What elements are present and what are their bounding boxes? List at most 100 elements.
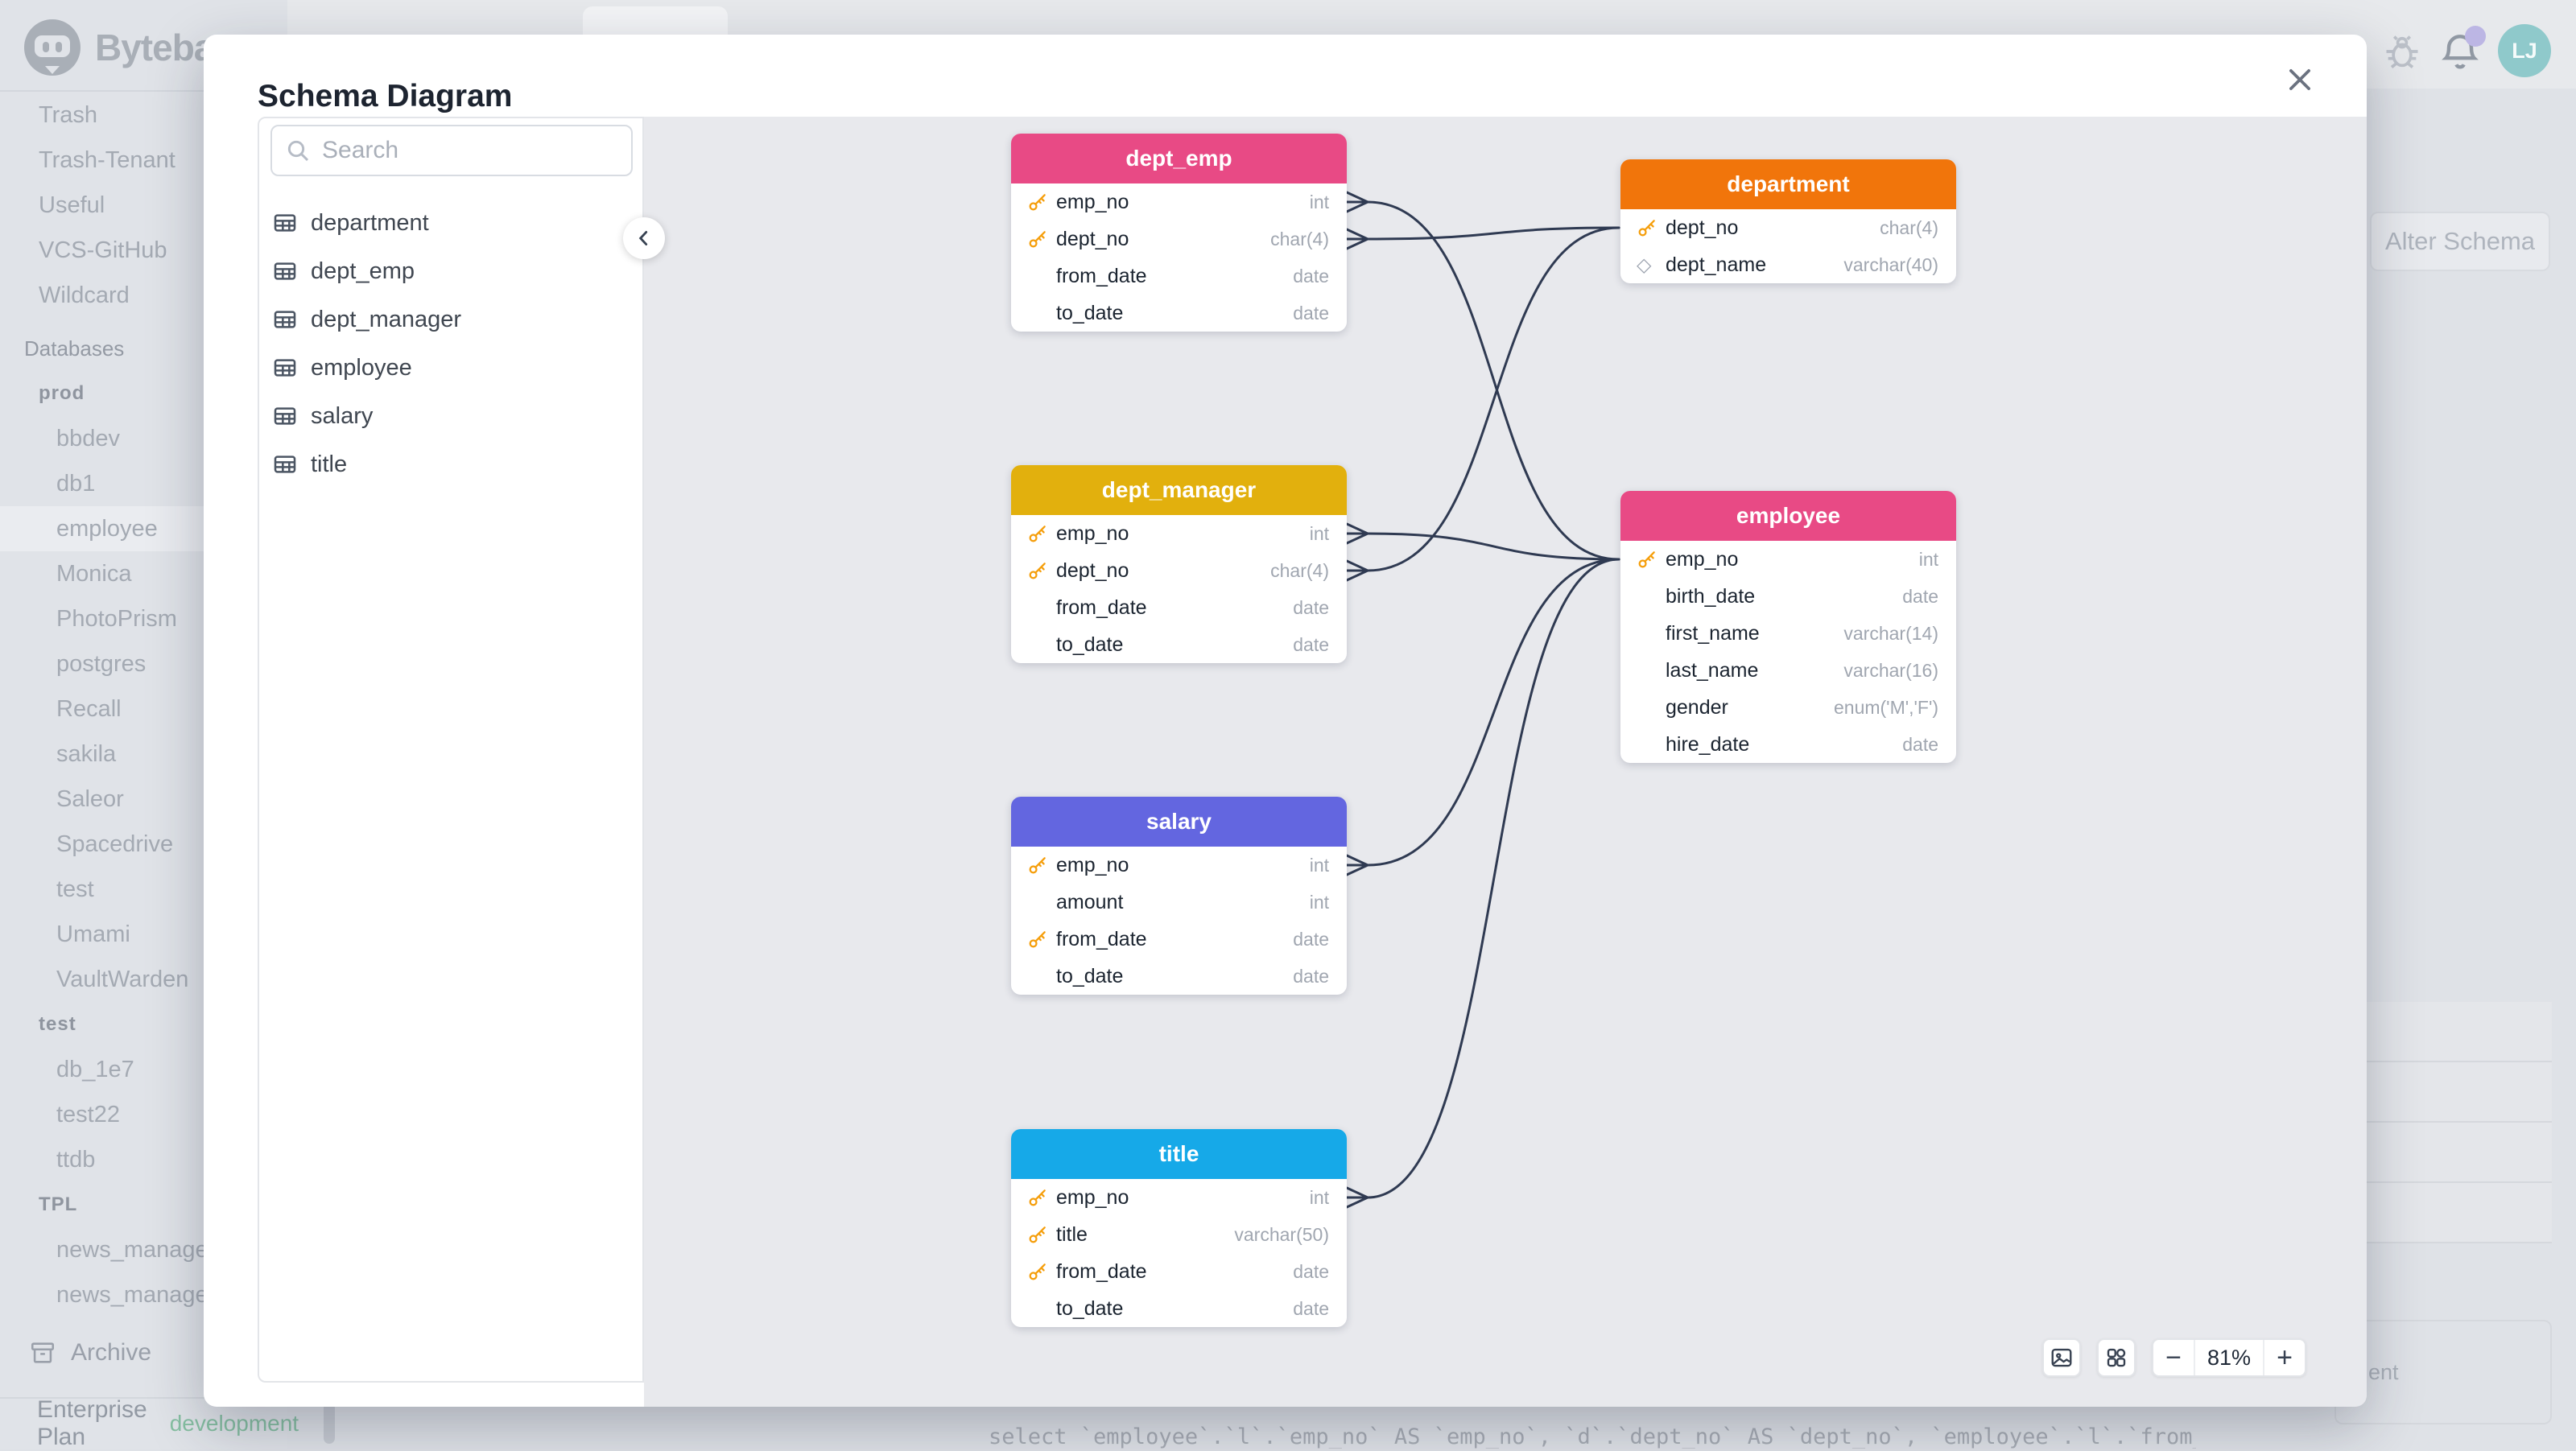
background-comment-box: ent — [2334, 1320, 2552, 1424]
column-type: int — [1310, 523, 1329, 545]
column-name: dept_no — [1056, 559, 1129, 583]
column-type: varchar(14) — [1843, 623, 1938, 645]
table-icon — [272, 355, 298, 381]
alter-schema-button[interactable]: Alter Schema — [2370, 212, 2550, 271]
background-table-rows — [2334, 1002, 2552, 1243]
column-type: enum('M','F') — [1834, 697, 1938, 719]
column-type: date — [1293, 266, 1329, 287]
column-name: last_name — [1666, 659, 1758, 682]
close-button[interactable] — [2279, 59, 2321, 101]
column-row-amount: amount int — [1011, 884, 1347, 921]
table-list-label: employee — [311, 355, 412, 381]
avatar[interactable]: LJ — [2498, 24, 2551, 77]
primary-key-icon — [1027, 855, 1048, 876]
primary-key-icon — [1027, 1224, 1048, 1245]
table-list-label: department — [311, 210, 429, 237]
column-name: to_date — [1056, 1297, 1123, 1321]
plan-label: Enterprise Plan — [37, 1396, 147, 1451]
column-type: date — [1293, 929, 1329, 950]
table-list-item-title[interactable]: title — [259, 440, 642, 488]
column-row-emp_no: emp_no int — [1011, 515, 1347, 552]
column-name: emp_no — [1056, 854, 1129, 877]
close-icon — [2285, 64, 2315, 95]
column-type: int — [1310, 192, 1329, 213]
table-icon — [272, 403, 298, 429]
archive-label: Archive — [71, 1339, 151, 1366]
column-type: varchar(16) — [1843, 660, 1938, 682]
bug-icon[interactable] — [2381, 31, 2423, 72]
column-name: first_name — [1666, 622, 1760, 645]
table-list-item-salary[interactable]: salary — [259, 392, 642, 440]
column-row-from_date: from_date date — [1011, 921, 1347, 958]
primary-key-icon — [1027, 1261, 1048, 1282]
primary-key-icon — [1027, 560, 1048, 581]
column-name: birth_date — [1666, 585, 1755, 608]
column-name: emp_no — [1056, 522, 1129, 546]
column-name: amount — [1056, 891, 1123, 914]
primary-key-icon — [1027, 229, 1048, 249]
column-type: char(4) — [1880, 217, 1938, 239]
column-name: from_date — [1056, 928, 1147, 951]
primary-key-icon — [1027, 192, 1048, 212]
column-type: date — [1902, 734, 1938, 756]
partial-text: ent — [2368, 1360, 2399, 1385]
column-name: dept_no — [1666, 216, 1738, 240]
collapse-panel-button[interactable] — [623, 217, 665, 259]
column-row-dept_no: dept_no char(4) — [1620, 209, 1956, 246]
column-name: dept_name — [1666, 254, 1766, 277]
table-card-header: dept_manager — [1011, 465, 1347, 515]
table-list-item-employee[interactable]: employee — [259, 344, 642, 392]
column-type: varchar(50) — [1234, 1224, 1329, 1246]
search-placeholder: Search — [322, 137, 398, 164]
column-type: date — [1902, 586, 1938, 608]
auto-layout-button[interactable] — [2097, 1338, 2136, 1377]
column-name: emp_no — [1056, 1186, 1129, 1210]
table-list-item-department[interactable]: department — [259, 199, 642, 247]
table-icon — [272, 258, 298, 284]
column-type: int — [1919, 549, 1938, 571]
column-name: from_date — [1056, 596, 1147, 620]
column-row-first_name: first_name varchar(14) — [1620, 615, 1956, 652]
zoom-in-button[interactable]: + — [2264, 1340, 2305, 1375]
sidebar-item-archive[interactable]: Archive — [29, 1339, 151, 1366]
primary-key-icon — [1027, 523, 1048, 544]
export-image-button[interactable] — [2042, 1338, 2081, 1377]
sidebar-scrollbar-thumb[interactable] — [324, 1402, 335, 1444]
table-list-item-dept_emp[interactable]: dept_emp — [259, 247, 642, 295]
table-card-header: employee — [1620, 491, 1956, 541]
column-name: to_date — [1056, 965, 1123, 988]
environment-badge: development — [170, 1411, 299, 1437]
column-name: from_date — [1056, 265, 1147, 288]
primary-key-icon — [1637, 217, 1657, 238]
column-row-from_date: from_date date — [1011, 258, 1347, 295]
table-list-item-dept_manager[interactable]: dept_manager — [259, 295, 642, 344]
column-name: title — [1056, 1223, 1088, 1247]
column-type: int — [1310, 892, 1329, 913]
column-type: date — [1293, 966, 1329, 987]
relationship-edges — [644, 117, 2367, 1407]
table-card-header: dept_emp — [1011, 134, 1347, 183]
search-input[interactable]: Search — [270, 125, 633, 176]
notification-dot — [2465, 26, 2486, 47]
table-list-label: salary — [311, 403, 373, 430]
zoom-out-button[interactable]: − — [2153, 1340, 2194, 1375]
column-row-to_date: to_date date — [1011, 958, 1347, 995]
modal-title: Schema Diagram — [258, 79, 512, 114]
column-type: date — [1293, 1298, 1329, 1320]
search-icon — [285, 138, 311, 163]
grid-layout-icon — [2104, 1346, 2128, 1370]
